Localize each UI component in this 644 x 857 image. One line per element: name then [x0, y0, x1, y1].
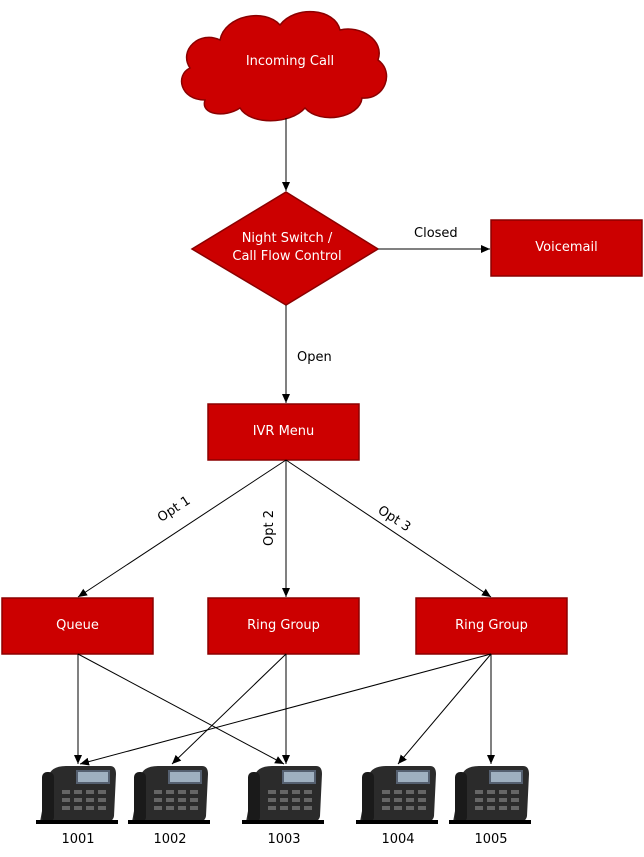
extension-label: 1002 [153, 832, 187, 847]
edge-ivr-to-ring-group-2 [285, 459, 492, 598]
incoming-call-cloud [180, 11, 388, 122]
ring-group-1-label: Ring Group [247, 618, 320, 633]
voicemail-box [490, 219, 643, 277]
desk-phone-icon [449, 766, 531, 824]
ivr-menu-label: IVR Menu [252, 424, 315, 439]
closed-edge-label: Closed [414, 226, 458, 241]
edge-rg2-to-1001 [79, 653, 492, 766]
open-edge-label: Open [297, 350, 332, 365]
extension-label: 1001 [61, 832, 95, 847]
edge-rg1-to-1002 [171, 653, 287, 765]
desk-phone-icon [242, 766, 324, 824]
desk-phone-icon [128, 766, 210, 824]
extension-label: 1004 [381, 832, 415, 847]
voicemail-label: Voicemail [535, 240, 598, 255]
opt2-edge-label: Opt 2 [262, 510, 277, 546]
queue-label: Queue [56, 618, 99, 633]
desk-phone-icon [356, 766, 438, 824]
night-switch-label: Night Switch / Call Flow Control [232, 231, 342, 264]
ivr-menu-box [207, 403, 360, 461]
ring-group-1-box [207, 597, 360, 655]
extension-label: 1005 [474, 832, 508, 847]
edge-ivr-to-queue [77, 459, 287, 598]
edge-queue-to-1003 [77, 653, 285, 765]
incoming-call-label: Incoming Call [245, 54, 335, 69]
ring-group-2-label: Ring Group [455, 618, 528, 633]
desk-phone-icon [36, 766, 118, 824]
edge-rg2-to-1004 [397, 653, 492, 765]
extension-label: 1003 [267, 832, 301, 847]
